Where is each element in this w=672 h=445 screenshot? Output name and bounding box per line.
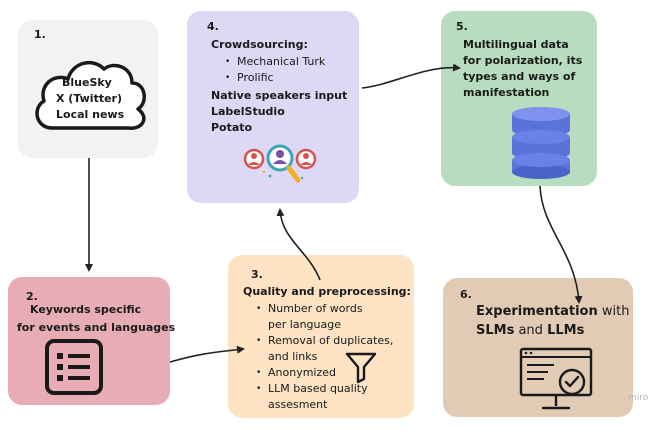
crowd-search-icon bbox=[243, 144, 317, 183]
step-4-box bbox=[187, 11, 359, 203]
step-3-number: 3. bbox=[251, 268, 263, 281]
step-4-number: 4. bbox=[207, 20, 219, 33]
step-5-line-3: types and ways of bbox=[463, 70, 576, 83]
miro-watermark: miro bbox=[628, 393, 649, 403]
step-2-number: 2. bbox=[26, 290, 38, 303]
step-3-title: Quality and preprocessing: bbox=[243, 285, 411, 298]
step-4-subitem: Prolific bbox=[223, 70, 325, 86]
step-3-item: Number of words per language bbox=[254, 301, 378, 333]
step-6-and: and bbox=[514, 323, 548, 338]
cloud-icon bbox=[35, 60, 146, 130]
step-6-line-2: SLMs and LLMs bbox=[476, 322, 584, 340]
step-1-line-2: X (Twitter) bbox=[56, 92, 122, 105]
step-4-title: Crowdsourcing: bbox=[211, 38, 308, 51]
step-6-slms: SLMs bbox=[476, 323, 515, 338]
step-5-line-4: manifestation bbox=[463, 86, 550, 99]
step-3-item: Anonymized bbox=[254, 365, 404, 381]
step-3-list: Number of words per language Removal of … bbox=[254, 301, 404, 413]
step-2-line-2: for events and languages bbox=[17, 321, 176, 334]
list-icon bbox=[45, 339, 103, 395]
step-6-line-1: Experimentation with bbox=[476, 303, 629, 321]
step-1-line-1: BlueSky bbox=[62, 76, 112, 89]
step-5-line-2: for polarization, its bbox=[463, 54, 583, 67]
step-4-extra-2: LabelStudio bbox=[211, 105, 285, 118]
arrow-3-to-4 bbox=[276, 208, 321, 281]
monitor-check-icon bbox=[519, 347, 593, 410]
step-6-number: 6. bbox=[460, 288, 472, 301]
step-5-line-1: Multilingual data bbox=[463, 38, 569, 51]
database-icon bbox=[512, 107, 570, 179]
step-6-with: with bbox=[597, 304, 630, 319]
step-1-number: 1. bbox=[34, 28, 46, 41]
step-4-sublist: Mechanical Turk Prolific bbox=[223, 54, 325, 86]
step-6-experimentation: Experimentation bbox=[476, 304, 598, 319]
step-6-llms: LLMs bbox=[547, 323, 585, 338]
arrow-4-to-5 bbox=[361, 63, 461, 89]
step-3-item: Removal of duplicates, and links bbox=[254, 333, 396, 365]
step-3-item: LLM based quality assesment bbox=[254, 381, 398, 413]
step-4-extra-1: Native speakers input bbox=[211, 89, 348, 102]
step-4-extra-3: Potato bbox=[211, 121, 253, 134]
arrow-2-to-3 bbox=[169, 345, 245, 363]
filter-icon bbox=[345, 352, 377, 384]
step-5-number: 5. bbox=[456, 20, 468, 33]
arrow-5-to-6 bbox=[539, 185, 583, 304]
step-2-line-1: Keywords specific bbox=[30, 303, 142, 316]
step-1-line-3: Local news bbox=[56, 108, 125, 121]
step-4-subitem: Mechanical Turk bbox=[223, 54, 325, 70]
